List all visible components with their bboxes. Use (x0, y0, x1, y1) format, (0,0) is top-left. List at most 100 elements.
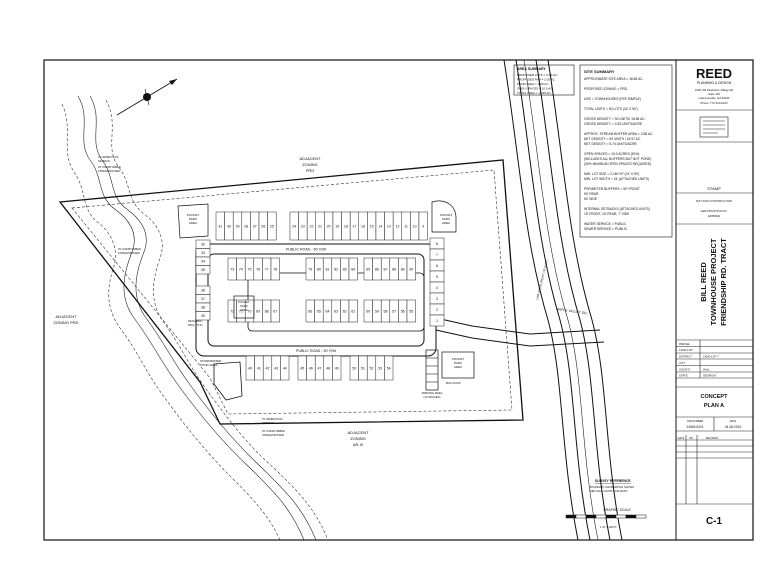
adj-west-l1: ADJACENT (55, 314, 77, 319)
lot-number: 77 (265, 267, 269, 271)
lot-number: 57 (392, 309, 396, 313)
pocket-park-se-l1: POCKET (452, 357, 465, 361)
sheet-title-1: CONCEPT (701, 394, 729, 400)
lot-number: 41 (257, 366, 261, 370)
north-arrow (116, 78, 178, 116)
pocket-park-nw-l1: POCKET (187, 213, 200, 217)
pocket-park-nw-l3: AREA (189, 221, 197, 225)
adj-north-l1: ADJACENT (299, 156, 321, 161)
info-table: PARCEL LAND LOT DISTRICT LAND LOT 7 CITY… (676, 340, 753, 379)
property-boundary (58, 159, 524, 425)
lot-number: 90 (409, 267, 413, 271)
pocket-park-se-l2: PARK (454, 361, 462, 365)
lot-parcel (267, 211, 277, 241)
lot-number: 48 (326, 366, 330, 370)
site-summary-row: MIN. LOT WIDTH = 24' (ATTACHED UNITS) (584, 177, 649, 181)
lot-number: 69 (256, 309, 260, 313)
lot-number: 26 (261, 224, 265, 228)
road-label-north: PUBLIC ROAD - 50' R/W (286, 248, 327, 252)
info-label-district: DISTRICT (679, 355, 692, 359)
perimeter-buffer-line (71, 169, 513, 415)
mail-kiosk-label: MAIL KIOSK (446, 381, 461, 385)
lot-number: 35 (201, 268, 205, 272)
area-summary-title: AREA SUMMARY (517, 67, 546, 71)
lot-number: 24 (292, 224, 296, 228)
lot-number: 78 (273, 267, 277, 271)
lot-number: 27 (253, 224, 257, 228)
firm-address-2: Suite 120 (708, 92, 720, 96)
info-label-city: CITY (679, 361, 686, 365)
adj-west-l2: ZONING PRD (53, 320, 78, 325)
scale-bar-segment (625, 514, 637, 519)
lot-parcel (406, 257, 416, 281)
lot-parcel (270, 299, 280, 323)
site-summary-row: NET DENSITY = 5.74 UNITS/ACRE (584, 142, 638, 146)
area-row-3: POND AREA = 1.00 AC. (517, 82, 549, 86)
lot-number: 9 (422, 224, 424, 228)
cert-line-1: NOT FOR CONSTRUCTION (696, 199, 732, 203)
lot-number: 62 (343, 309, 347, 313)
lot-number: 1 (436, 319, 438, 323)
lot-number: 16 (361, 224, 365, 228)
firm-address-3: Lawrenceville, GA 30044 (699, 96, 730, 100)
firm-subtitle: PLANNING & DESIGN (697, 81, 732, 85)
lot-number: 43 (274, 366, 278, 370)
lot-number: 29 (236, 224, 240, 228)
site-summary-row: PERIMETER BUFFERS = 50' FRONT (584, 187, 640, 191)
lot-number: 54 (387, 366, 391, 370)
adj-south-l2: ZONING (350, 436, 366, 441)
lot-parcel (195, 311, 211, 321)
lot-parcel (429, 314, 445, 327)
site-summary-row: PROPOSED ZONING = PRD (584, 87, 628, 91)
lot-number: 49 (335, 366, 339, 370)
pocket-park-ne: POCKET PARK AREA (431, 200, 457, 233)
adj-south-l3: AR-III (353, 442, 363, 447)
site-summary-row: 50' REAR (584, 192, 599, 196)
maple-valley-label: MAPLE VALLEY DR. (556, 307, 588, 315)
lot-number: 47 (318, 366, 322, 370)
area-row-4: OPEN SPACES = 10.0 AC. (517, 87, 553, 91)
retaining-wall-l1: RETAINING (188, 319, 202, 323)
site-summary-row: (30% MINIMUM OPEN SPACES REQUIRED) (584, 162, 651, 166)
lot-number: 87 (384, 267, 388, 271)
lot-parcel (406, 299, 416, 323)
lot-number: 76 (256, 267, 260, 271)
adj-south-l1: ADJACENT (347, 430, 369, 435)
graphic-scale-title: GRAPHIC SCALE (603, 508, 631, 512)
lot-number: 59 (375, 309, 379, 313)
site-summary-row: SEWER SERVICE = PUBLIC (584, 227, 628, 231)
lot-number: 83 (343, 267, 347, 271)
lot-number: 72 (230, 309, 234, 313)
lot-number: 51 (361, 366, 365, 370)
site-summary-row: 50' SIDE (584, 197, 598, 201)
parking-label-2: (10 SPACES) (424, 395, 441, 399)
site-summary-rows: APPROXIMATE SITE AREA = 18.85 AC.PROPOSE… (584, 77, 653, 231)
site-summary-row: NET DENSITY = 90 UNITS / 15.97 AC. (584, 137, 641, 141)
lot-number: 71 (239, 309, 243, 313)
buffer-callout-4b: SETBACK (262, 421, 274, 425)
title-block: REED PLANNING & DESIGN 1000 Old Peachtre… (676, 66, 753, 527)
rev-header-date: DATE (678, 436, 685, 440)
lot-number: 86 (375, 267, 379, 271)
lot-number: 74 (239, 267, 243, 271)
lot-number: 14 (378, 224, 382, 228)
lot-number: 65 (317, 309, 321, 313)
scale-bar-segment (565, 514, 577, 519)
lot-number: 30 (227, 224, 231, 228)
lot-number: 25 (270, 224, 274, 228)
lot-number: 3 (436, 297, 438, 301)
area-summary: AREA SUMMARY PROPOSED LOTS = 5.40 AC. PR… (513, 64, 575, 96)
rev-header-no: NO. (689, 436, 694, 440)
stormwater-pond: STORMWATER POND AREA (200, 359, 243, 401)
registration-seal (699, 116, 729, 138)
site-summary-row: APPROX. STREAM BUFFER AREA = 2.88 AC. (584, 132, 653, 136)
buffer-callout-2b: STREAM BUFFER (98, 169, 120, 173)
site-summary-row: USE = TOWNHOUSES (FEE SIMPLE) (584, 97, 641, 101)
buffer-callout-5b: STREAM BUFFER (262, 433, 284, 437)
parking-area: PARKING AREA (10 SPACES) (422, 349, 442, 399)
lot-number: 8 (436, 242, 438, 246)
lot-parcel (384, 355, 394, 381)
project-title-1: BILL REED (699, 262, 708, 302)
pocket-park-mid-l2: PARK (240, 304, 248, 308)
